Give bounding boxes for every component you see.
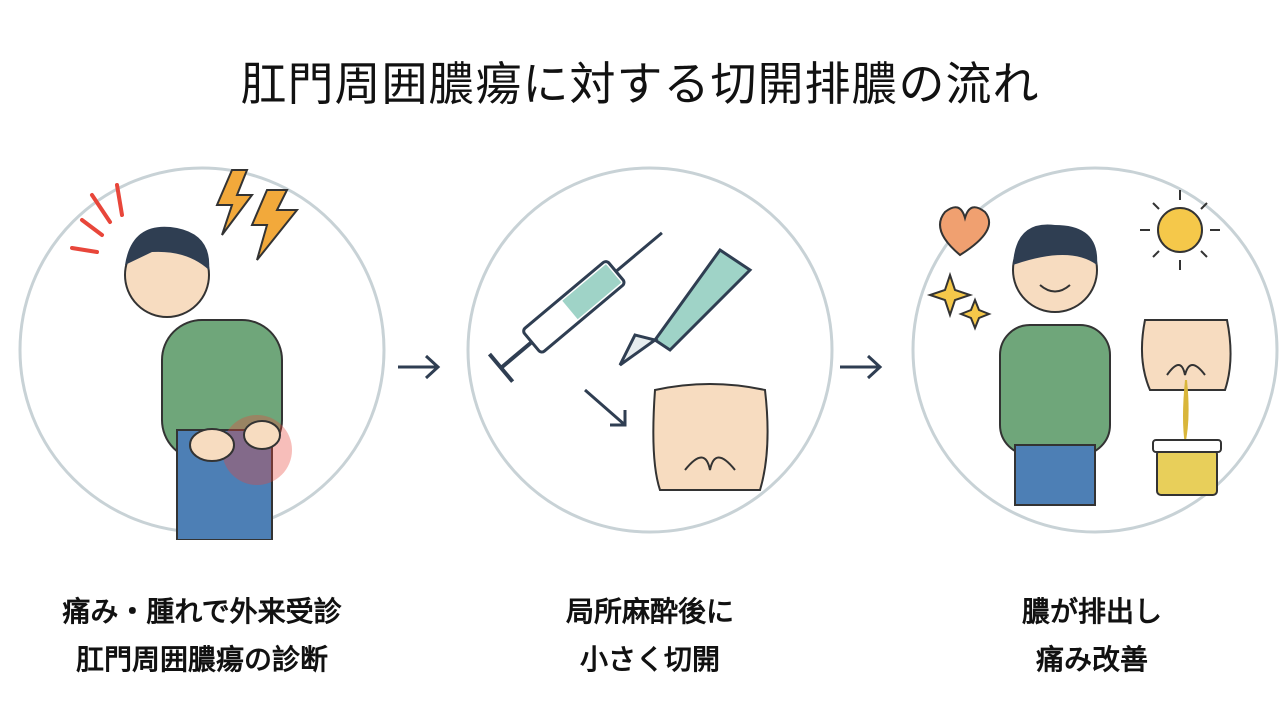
heart-icon xyxy=(939,206,991,257)
arrow-down-right-icon xyxy=(584,388,627,427)
arrow-right-icon xyxy=(838,352,884,382)
step-3-caption-line2: 痛み改善 xyxy=(1035,643,1148,676)
step-2-caption-line2: 小さく切開 xyxy=(579,643,720,676)
step-1-illustration xyxy=(12,160,392,541)
step-1-caption: 痛み・腫れで外来受診 肛門周囲膿瘍の診断 xyxy=(0,588,412,684)
step-2-illustration xyxy=(460,160,840,540)
step-1-caption-line2: 肛門周囲膿瘍の診断 xyxy=(75,643,328,676)
buttocks-illustration xyxy=(652,383,769,491)
step-2-caption: 局所麻酔後に 小さく切開 xyxy=(440,588,860,684)
buttocks-illustration xyxy=(1141,319,1232,391)
pain-lines-icon xyxy=(70,183,124,254)
sparkle-icon xyxy=(926,271,974,319)
cup-icon xyxy=(1152,439,1222,496)
lightning-icon xyxy=(215,169,254,236)
step-3-illustration xyxy=(905,160,1280,540)
scalpel-icon xyxy=(618,247,753,367)
arrow-right-icon xyxy=(396,352,442,382)
sparkle-icon xyxy=(958,297,992,331)
syringe-icon xyxy=(487,231,663,383)
page-title: 肛門周囲膿瘍に対する切開排膿の流れ xyxy=(240,57,1040,111)
step-2-caption-line1: 局所麻酔後に xyxy=(565,595,734,628)
sun-icon xyxy=(1140,190,1220,270)
lightning-icon xyxy=(250,189,300,261)
step-3-caption-line1: 膿が排出し xyxy=(1021,595,1162,628)
step-3-caption: 膿が排出し 痛み改善 xyxy=(882,588,1280,684)
step-1-caption-line1: 痛み・腫れで外来受診 xyxy=(62,595,342,628)
